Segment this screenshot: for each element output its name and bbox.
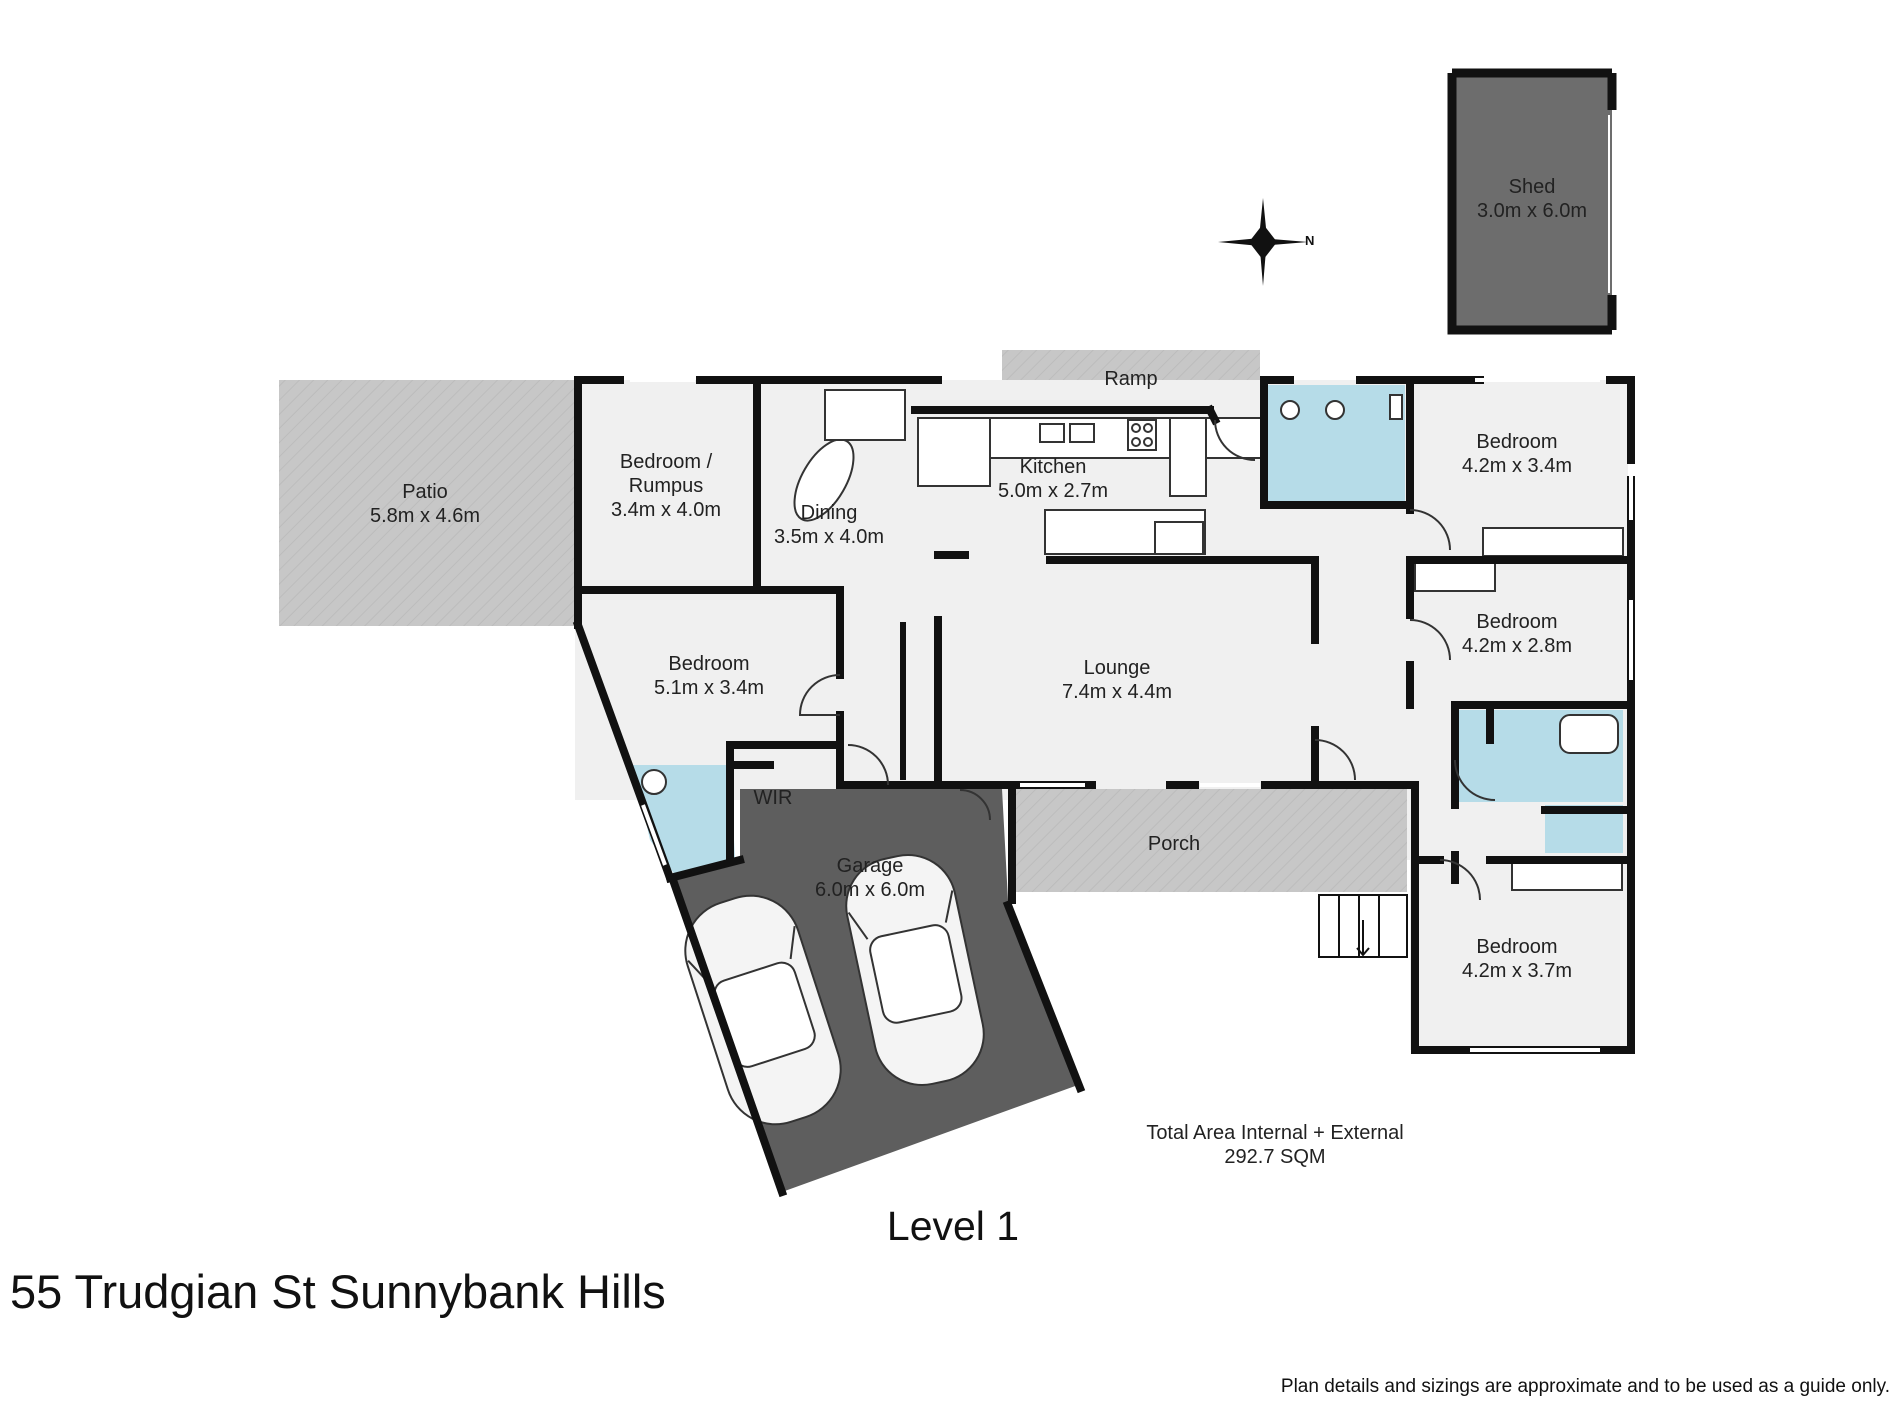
patio — [279, 380, 575, 626]
shed-floor — [1452, 73, 1612, 330]
porch — [1014, 789, 1407, 892]
room-name: Garage — [837, 855, 904, 877]
robe — [1511, 861, 1623, 891]
room-size: 4.2m x 3.4m — [1462, 455, 1572, 477]
robe — [1482, 527, 1624, 557]
address-title: 55 Trudgian St Sunnybank Hills — [10, 1265, 666, 1318]
room-name: Lounge — [1084, 657, 1151, 679]
windows — [630, 378, 1633, 1052]
doors — [798, 419, 1496, 901]
room-size: 5.1m x 3.4m — [654, 677, 764, 699]
room-name: Rumpus — [629, 475, 703, 497]
disclaimer: Plan details and sizings are approximate… — [1281, 1376, 1890, 1397]
room-name: Bedroom — [1476, 431, 1557, 453]
door-swing — [1409, 509, 1451, 551]
robe — [1414, 562, 1496, 592]
room-size: 6.0m x 6.0m — [815, 879, 925, 901]
door-swing — [1214, 419, 1256, 461]
door-swing — [1454, 759, 1496, 801]
room-size: 3.5m x 4.0m — [774, 526, 884, 548]
compass-label: N — [1305, 233, 1314, 248]
room-name: Patio — [402, 481, 448, 503]
car-icon — [845, 854, 985, 1086]
door-swing — [959, 789, 991, 821]
total-area-label: Total Area Internal + External — [1146, 1122, 1403, 1144]
door-swing — [1439, 859, 1481, 901]
room-size: 7.4m x 4.4m — [1062, 681, 1172, 703]
dining-table — [793, 438, 855, 522]
room-size: 5.0m x 2.7m — [998, 480, 1108, 502]
room-name: Kitchen — [1020, 456, 1087, 478]
room-name: Ramp — [1104, 368, 1157, 390]
bath-icon — [1559, 714, 1619, 754]
door-swing — [1409, 619, 1451, 661]
fixtures — [641, 389, 1624, 891]
room-size: 3.0m x 6.0m — [1477, 200, 1587, 222]
room-name: Bedroom — [1476, 936, 1557, 958]
room-name: Bedroom — [668, 653, 749, 675]
stairs — [1318, 894, 1408, 958]
garage — [670, 789, 1078, 1192]
room-size: 4.2m x 2.8m — [1462, 635, 1572, 657]
room-labels: Shed 3.0m x 6.0m N Ramp Patio 5.8m x 4.6… — [370, 176, 1587, 982]
total-area-value: 292.7 SQM — [1224, 1146, 1325, 1168]
door-swing — [847, 744, 889, 786]
room-size: 5.8m x 4.6m — [370, 505, 480, 527]
room-name: Shed — [1509, 176, 1556, 198]
shed — [1447, 68, 1617, 335]
door-swing — [798, 674, 841, 716]
room-name: Bedroom — [1476, 611, 1557, 633]
walls — [572, 376, 1635, 1198]
room-name: Porch — [1148, 833, 1200, 855]
car-icon — [684, 894, 842, 1126]
level-title: Level 1 — [887, 1203, 1019, 1249]
door-swing — [1314, 739, 1356, 781]
room-name: Bedroom / — [620, 451, 713, 473]
room-name: Dining — [801, 502, 858, 524]
plan-notes: Total Area Internal + External 292.7 SQM… — [10, 1122, 1890, 1397]
porch-floor — [1014, 789, 1407, 892]
room-size: 4.2m x 3.7m — [1462, 960, 1572, 982]
patio-floor — [279, 380, 575, 626]
compass — [1218, 198, 1308, 286]
room-size: 3.4m x 4.0m — [611, 499, 721, 521]
room-name: WIR — [754, 787, 793, 809]
